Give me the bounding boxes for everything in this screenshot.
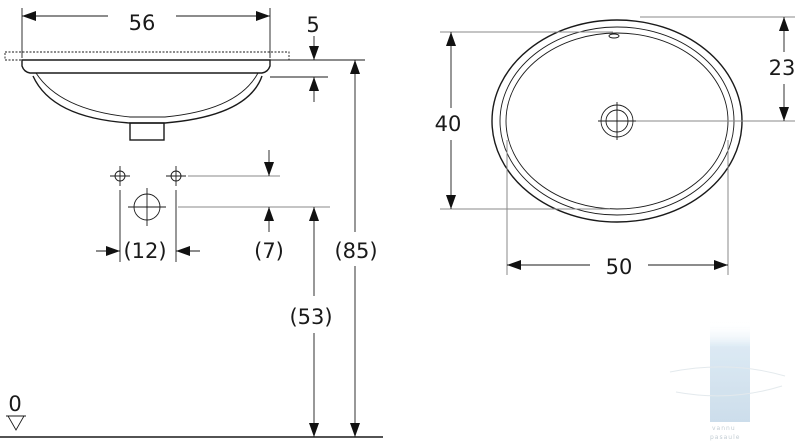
dimension-label-56: 56 [129, 11, 156, 35]
overflow-hole [608, 33, 620, 39]
dimension-label-12: (12) [123, 239, 166, 263]
side-view-basin [4, 51, 290, 141]
dimension-label-5: 5 [306, 13, 319, 37]
dimension-label-7: (7) [254, 239, 284, 263]
basin-bowl [32, 75, 263, 124]
floor-line: 0 [0, 392, 383, 438]
watermark-text-line1: vannu [712, 425, 736, 432]
floor-level-label: 0 [8, 392, 21, 416]
watermark-text-line2: pasaule [710, 434, 740, 441]
drain-outlet [129, 122, 165, 141]
dimension-tap-spacing: (12) [96, 190, 200, 263]
countertop-outline [4, 51, 290, 61]
dimension-label-50: 50 [606, 255, 633, 279]
dimension-plan-width: 50 [506, 140, 729, 279]
dimension-mount-height: (53) [289, 207, 333, 437]
floor-level-marker-icon [7, 415, 25, 431]
arrow-left [22, 11, 36, 21]
dimension-rim-height: 5 [270, 13, 328, 102]
watermark-logo: vannu pasaule [669, 322, 786, 441]
dimension-tap-height: (7) [254, 150, 284, 263]
dimension-label-23: 23 [769, 56, 796, 80]
watermark-bar [710, 322, 750, 422]
dimension-label-53: (53) [289, 305, 332, 329]
dimension-label-40: 40 [435, 112, 462, 136]
dimension-overall-height: (85) [328, 59, 378, 437]
basin-inner-line [35, 72, 259, 118]
dimension-drain-offset: 23 [636, 16, 796, 122]
dimension-plan-depth: 40 [435, 31, 613, 210]
dimension-top-width: 56 [21, 8, 271, 58]
arrow-right [256, 11, 270, 21]
basin-rim [21, 59, 271, 74]
dimension-label-85: (85) [334, 239, 377, 263]
tap-holes [110, 166, 330, 226]
